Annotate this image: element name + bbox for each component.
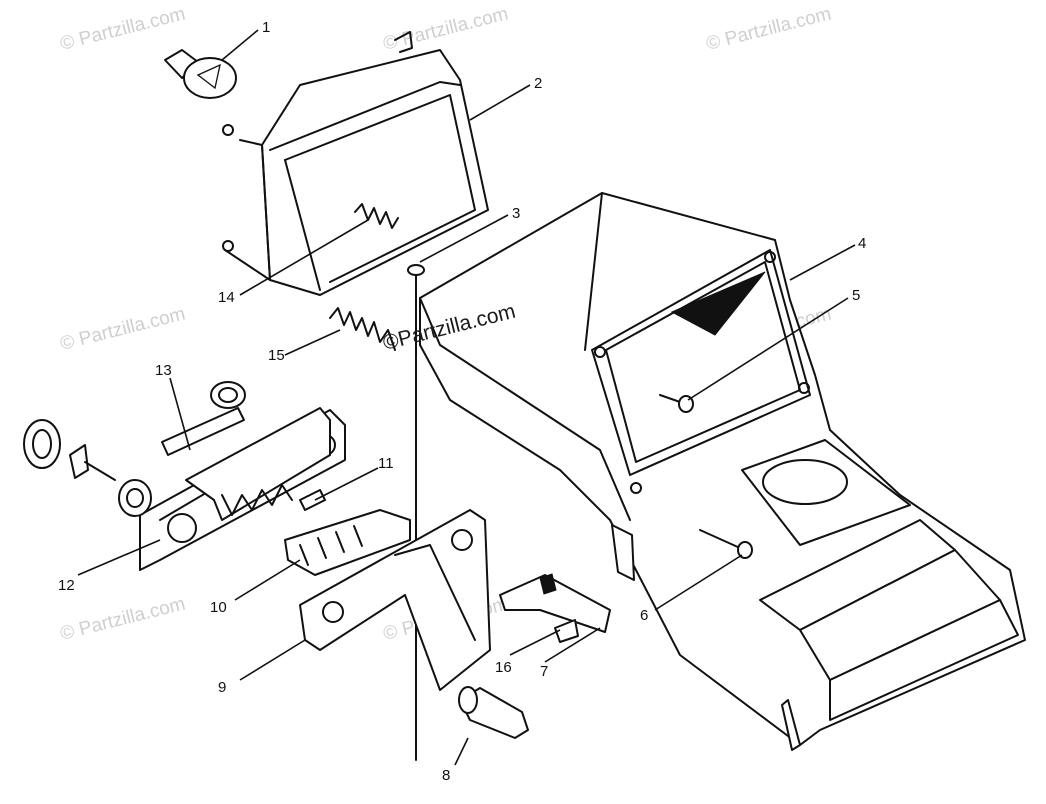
mount-tab bbox=[611, 524, 635, 581]
watermark-text: © Partzilla.com bbox=[58, 304, 187, 355]
switch-nut bbox=[118, 479, 152, 517]
callout-15: 15 bbox=[268, 347, 285, 364]
cup-hole bbox=[762, 459, 848, 505]
callout-11: 11 bbox=[378, 455, 394, 472]
pin-11 bbox=[299, 489, 326, 511]
screw-3 bbox=[407, 264, 425, 761]
callout-7: 7 bbox=[540, 663, 548, 680]
callout-10: 10 bbox=[210, 599, 227, 616]
callout-2: 2 bbox=[534, 75, 542, 92]
watermark-text: © Partzilla.com bbox=[381, 4, 510, 55]
mount-bracket-9 bbox=[299, 509, 491, 691]
switch-module bbox=[161, 407, 331, 521]
rubber-boot-8 bbox=[458, 686, 529, 739]
spring-15 bbox=[329, 307, 396, 351]
grommet bbox=[210, 381, 246, 409]
screw-6 bbox=[699, 529, 753, 559]
watermark-text: © Partzilla.com bbox=[704, 4, 833, 55]
callout-16: 16 bbox=[495, 659, 512, 676]
gasket-13 bbox=[161, 407, 245, 456]
callout-12: 12 bbox=[58, 577, 75, 594]
ignition-key bbox=[69, 444, 89, 479]
callout-numbers: 1 2 3 4 5 6 7 8 9 10 11 12 13 14 15 16 bbox=[58, 19, 866, 784]
switch-10 bbox=[284, 509, 411, 576]
callout-3: 3 bbox=[512, 205, 520, 222]
watermark-text: © Partzilla.com bbox=[58, 4, 187, 55]
callout-13: 13 bbox=[155, 362, 172, 379]
step-lower bbox=[829, 599, 1019, 721]
leader-lines bbox=[77, 29, 856, 766]
callout-1: 1 bbox=[262, 19, 270, 36]
mount-tab bbox=[781, 699, 801, 751]
screw-5 bbox=[659, 394, 694, 413]
callout-9: 9 bbox=[218, 679, 226, 696]
headlight-housing bbox=[222, 31, 489, 296]
callout-8: 8 bbox=[442, 767, 450, 784]
ignition-switch bbox=[23, 419, 152, 517]
callout-5: 5 bbox=[852, 287, 860, 304]
spring-14 bbox=[354, 203, 399, 229]
gauge-opening bbox=[591, 249, 811, 476]
screw-16 bbox=[554, 619, 579, 643]
watermark-text: © Partzilla.com bbox=[58, 594, 187, 645]
callout-14: 14 bbox=[218, 289, 235, 306]
callout-4: 4 bbox=[858, 235, 866, 252]
bulb bbox=[164, 49, 237, 99]
window-shadow bbox=[670, 271, 766, 336]
callout-6: 6 bbox=[640, 607, 648, 624]
connector-7 bbox=[499, 573, 611, 633]
console-body bbox=[419, 192, 1026, 751]
